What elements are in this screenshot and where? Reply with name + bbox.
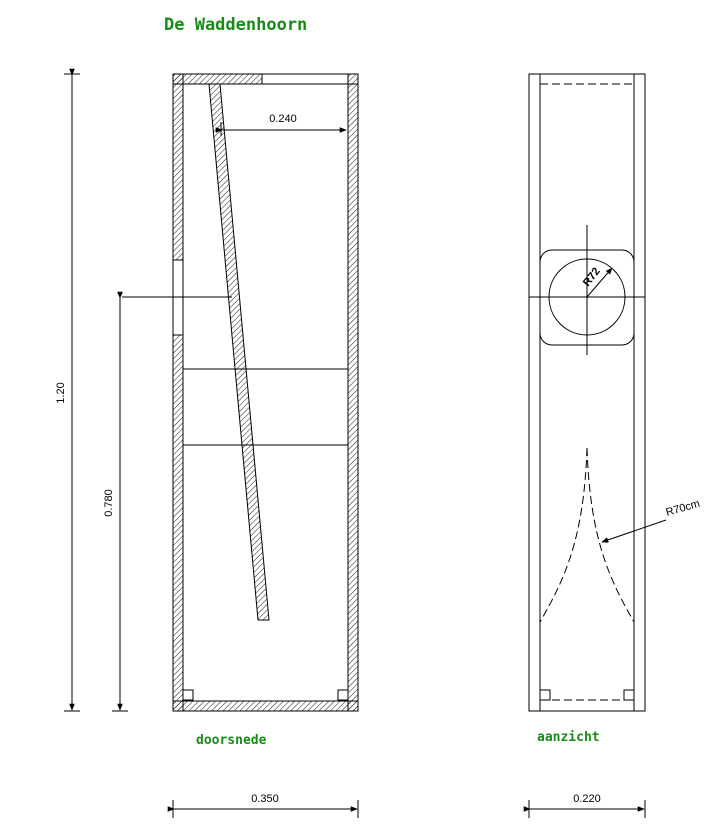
dim-front-width: 0.220 — [523, 793, 646, 818]
dim-section-width-label: 0.350 — [251, 793, 279, 805]
front-corner-block-right — [623, 689, 635, 701]
drawing-title: De Waddenhoorn — [164, 15, 307, 35]
dim-port-height: 0.780 — [103, 291, 128, 712]
section-right-wall — [347, 73, 359, 712]
section-left-wall-lower — [172, 334, 184, 712]
dim-section-width: 0.350 — [167, 793, 359, 818]
horn-radius-label: R70cm — [665, 498, 702, 519]
horn-flare-right — [586, 447, 635, 623]
front-view: R72 R70cm — [528, 73, 702, 712]
section-top-wall — [172, 73, 263, 85]
dim-front-width-label: 0.220 — [573, 793, 601, 805]
driver-radius-line — [586, 267, 613, 298]
section-corner-block-left — [182, 689, 194, 701]
driver-radius-label: R72 — [581, 266, 603, 289]
horn-flare-left — [539, 447, 588, 623]
horn-radius-leader — [601, 519, 667, 543]
section-view-label: doorsnede — [196, 733, 267, 748]
front-view-label: aanzicht — [537, 730, 600, 745]
section-left-wall-upper — [172, 73, 184, 261]
section-bottom-wall — [172, 700, 359, 712]
section-slanted-baffle — [208, 83, 270, 621]
dim-total-height: 1.20 — [55, 68, 80, 712]
section-view: 0.240 — [122, 73, 359, 712]
front-corner-block-left — [539, 689, 551, 701]
dim-port-height-label: 0.780 — [103, 489, 115, 517]
dim-total-height-label: 1.20 — [55, 382, 67, 403]
section-corner-block-right — [337, 689, 349, 701]
front-outer-outline — [528, 73, 646, 712]
dim-inner-width-label: 0.240 — [269, 113, 297, 125]
